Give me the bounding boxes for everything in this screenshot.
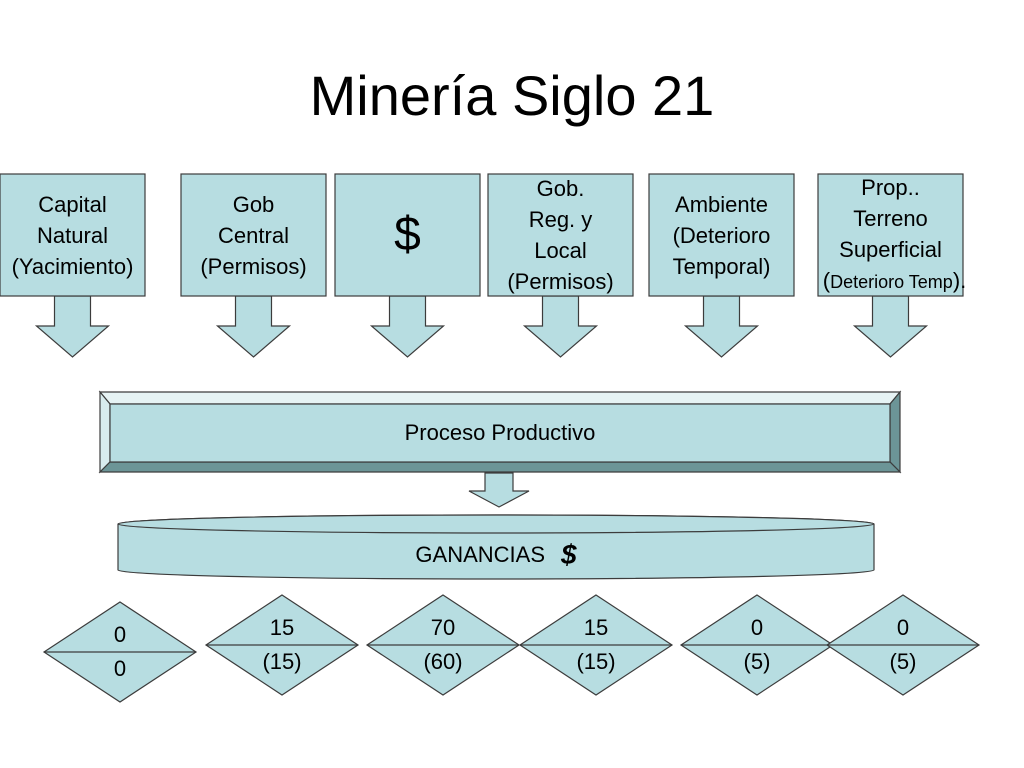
gob-central-line: (Permisos) — [200, 253, 307, 279]
process-bevel-top — [98, 391, 902, 405]
capital-natural-line: Natural — [37, 222, 108, 248]
gob-central-down-arrow — [215, 295, 292, 358]
gob-regional-local-line: Gob. — [536, 176, 585, 201]
ambiente-line: Temporal) — [672, 253, 771, 279]
gob-regional-local-down-arrow — [522, 295, 599, 358]
distribution-bottom-value: (15) — [576, 649, 616, 674]
distribution-top-value: 0 — [113, 622, 127, 647]
prop-terreno-note-text: Deterioro Temp — [830, 272, 953, 292]
profits-dollar-symbol: $ — [561, 539, 577, 570]
prop-terreno-down-arrow — [852, 295, 929, 358]
distribution-top-value: 0 — [750, 615, 764, 640]
profits-disk-top — [117, 514, 875, 534]
gob-central-line: Gob — [232, 191, 275, 217]
ambiente-line: (Deterioro — [672, 222, 771, 248]
dollar-down-arrow — [369, 295, 446, 358]
dollar-box — [334, 173, 481, 297]
process-bevel-right — [889, 390, 901, 474]
distribution-bottom-value: (60) — [423, 649, 463, 674]
prop-terreno-note: (Deterioro Temp). — [823, 265, 967, 298]
prop-terreno-note-close: ). — [952, 268, 967, 293]
distribution-bottom-value: (5) — [889, 649, 917, 674]
process-bevel-left — [99, 390, 111, 474]
slide-title: Minería Siglo 21 — [309, 64, 715, 127]
profits-label: GANANCIAS $ — [118, 532, 874, 578]
gob-regional-local-line: (Permisos) — [507, 269, 614, 294]
distribution-top-value: 15 — [269, 615, 295, 640]
distribution-top-value: 0 — [896, 615, 910, 640]
capital-natural-down-arrow — [34, 295, 111, 358]
process-face — [109, 403, 891, 463]
distribution-bottom-value: 0 — [113, 656, 127, 681]
prop-terreno-note-open: ( — [822, 268, 831, 293]
distribution-bottom-value: (15) — [262, 649, 302, 674]
ambiente-box — [648, 173, 795, 297]
capital-natural-line: (Yacimiento) — [11, 253, 134, 279]
profits-disk — [117, 514, 875, 580]
prop-terreno-line: Prop.. — [861, 175, 920, 200]
process-label: Proceso Productivo — [404, 420, 596, 445]
gob-regional-local-line: Local — [534, 238, 587, 263]
ambiente-down-arrow — [683, 295, 760, 358]
prop-terreno-line: Terreno — [853, 206, 928, 231]
process-to-profits-arrow — [468, 472, 530, 508]
capital-natural-line: Capital — [38, 191, 107, 217]
distribution-top-value: 15 — [583, 615, 609, 640]
dollar-line: $ — [394, 208, 421, 261]
gob-regional-local-box — [487, 173, 634, 297]
profits-text: GANANCIAS — [415, 542, 545, 567]
gob-central-box — [180, 173, 327, 297]
ambiente-line: Ambiente — [675, 191, 768, 217]
distribution-top-value: 70 — [430, 615, 456, 640]
gob-regional-local-label: Gob. Reg. y Local (Permisos) — [488, 174, 633, 296]
process-bevel-bottom — [98, 461, 902, 473]
capital-natural-box — [0, 173, 146, 297]
process-block — [98, 390, 902, 474]
prop-terreno-box — [817, 173, 964, 297]
prop-terreno-line: Superficial — [839, 237, 942, 262]
dollar-label: $ — [335, 174, 480, 296]
distribution-bottom-value: (5) — [743, 649, 771, 674]
gob-regional-local-line: Reg. y — [528, 207, 593, 232]
gob-central-line: Central — [218, 222, 289, 248]
